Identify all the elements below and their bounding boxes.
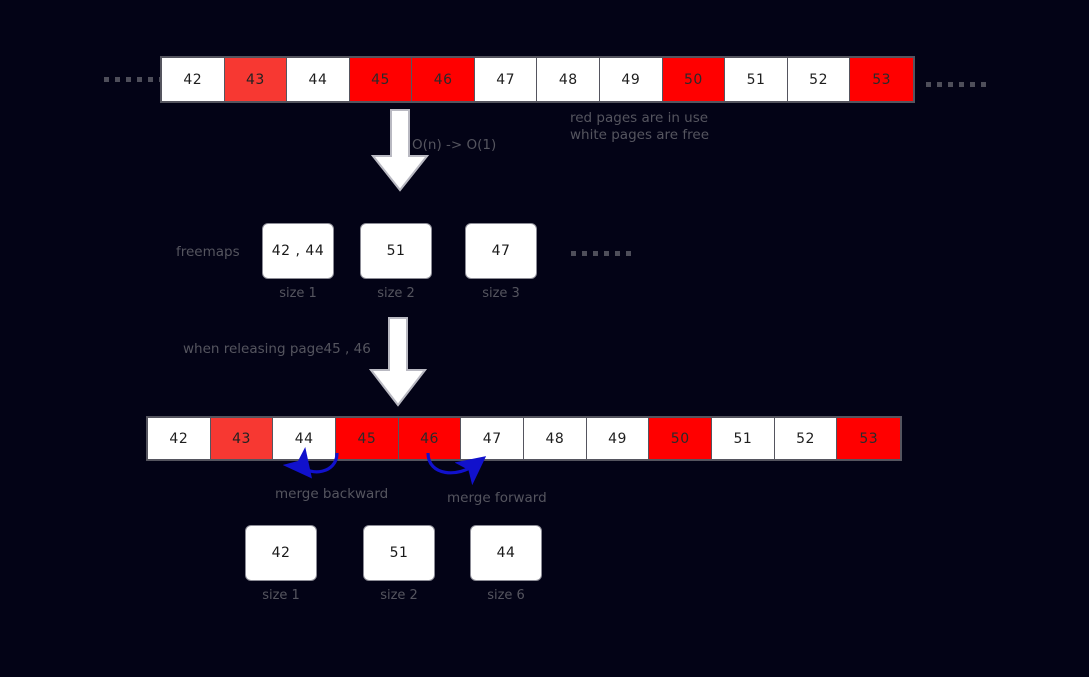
merge-arrows <box>282 447 487 486</box>
page-cell[interactable]: 46 <box>398 418 462 459</box>
freemaps-label: freemaps <box>176 244 240 260</box>
freemap-box[interactable]: 44 <box>470 525 542 581</box>
page-cell[interactable]: 50 <box>662 58 726 101</box>
legend-red-line: red pages are in use <box>570 110 709 126</box>
page-cell[interactable]: 52 <box>774 418 838 459</box>
merge-backward-arrow-icon <box>282 447 339 479</box>
ellipsis-right-top <box>926 82 986 87</box>
page-cell[interactable]: 47 <box>461 418 525 459</box>
ellipsis-left-top <box>104 77 164 82</box>
freemap-size-caption: size 2 <box>380 588 418 603</box>
down-arrow-icon <box>368 317 428 407</box>
freemap-size-caption: size 1 <box>262 588 300 603</box>
page-cell[interactable]: 45 <box>336 418 399 459</box>
freemap-box[interactable]: 47 <box>465 223 537 279</box>
release-note: when releasing page45 , 46 <box>183 341 371 357</box>
page-cell[interactable]: 44 <box>287 58 350 101</box>
page-cell[interactable]: 50 <box>649 418 713 459</box>
page-cell[interactable]: 48 <box>537 58 601 101</box>
merge-forward-label: merge forward <box>447 490 547 506</box>
complexity-note: O(n) -> O(1) <box>412 137 497 153</box>
freemap-box[interactable]: 42 , 44 <box>262 223 334 279</box>
freemap-size-caption: size 1 <box>279 286 317 301</box>
page-cell[interactable]: 51 <box>712 418 775 459</box>
merge-backward-label: merge backward <box>275 486 389 502</box>
page-cell[interactable]: 42 <box>162 58 225 101</box>
page-cell[interactable]: 49 <box>586 418 650 459</box>
page-strip-after: 42 43 44 45 46 47 48 49 50 51 52 53 <box>146 416 902 461</box>
page-cell[interactable]: 43 <box>210 418 274 459</box>
merge-forward-arrow-icon <box>426 452 487 486</box>
freemap-size-caption: size 6 <box>487 588 525 603</box>
ellipsis-freemaps <box>571 251 631 256</box>
page-cell[interactable]: 42 <box>148 418 211 459</box>
down-arrow-icon <box>370 109 430 192</box>
page-cell[interactable]: 53 <box>850 58 913 101</box>
page-strip-before: 42 43 44 45 46 47 48 49 50 51 52 53 <box>160 56 915 103</box>
freemap-box[interactable]: 42 <box>245 525 317 581</box>
legend-white-line: white pages are free <box>570 127 710 143</box>
page-cell[interactable]: 52 <box>787 58 851 101</box>
page-cell[interactable]: 51 <box>725 58 788 101</box>
page-cell[interactable]: 43 <box>224 58 288 101</box>
page-cell[interactable]: 49 <box>600 58 663 101</box>
freemap-box[interactable]: 51 <box>360 223 432 279</box>
page-cell[interactable]: 53 <box>837 418 901 459</box>
freemap-size-caption: size 2 <box>377 286 415 301</box>
page-cell[interactable]: 45 <box>349 58 413 101</box>
freemap-box[interactable]: 51 <box>363 525 435 581</box>
freemap-size-caption: size 3 <box>482 286 520 301</box>
page-cell[interactable]: 46 <box>412 58 475 101</box>
page-cell[interactable]: 48 <box>524 418 587 459</box>
page-cell[interactable]: 47 <box>474 58 538 101</box>
